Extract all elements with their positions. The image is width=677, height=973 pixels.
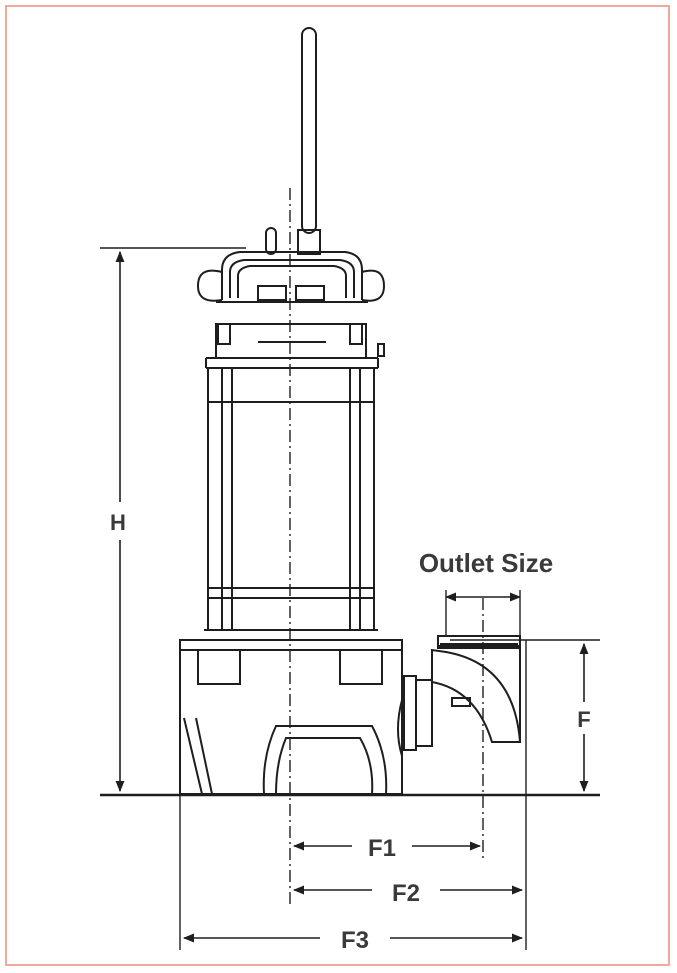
pump-body (179, 27, 522, 795)
label-f3: F3 (341, 927, 369, 954)
discharge-elbow (431, 648, 522, 743)
label-h: H (110, 510, 126, 535)
lifting-rod (301, 27, 317, 234)
side-flange (397, 699, 403, 794)
discharge-flange (403, 675, 417, 751)
handle-ear-left (196, 269, 223, 302)
handle-ear-right (361, 269, 386, 302)
diagram-frame (5, 5, 670, 966)
foot-left (183, 717, 213, 795)
label-f: F (577, 707, 590, 732)
outlet-flange (437, 635, 521, 649)
label-f2: F2 (392, 880, 420, 907)
extension-lines (100, 247, 600, 950)
foot-center (262, 725, 388, 795)
pump-volute (179, 639, 403, 795)
label-outlet-size: Outlet Size (419, 548, 553, 578)
top-handle (221, 251, 363, 300)
cable-gland (265, 227, 277, 255)
center-lines (289, 188, 484, 905)
rod-collar (297, 229, 321, 255)
label-f1: F1 (368, 835, 396, 862)
